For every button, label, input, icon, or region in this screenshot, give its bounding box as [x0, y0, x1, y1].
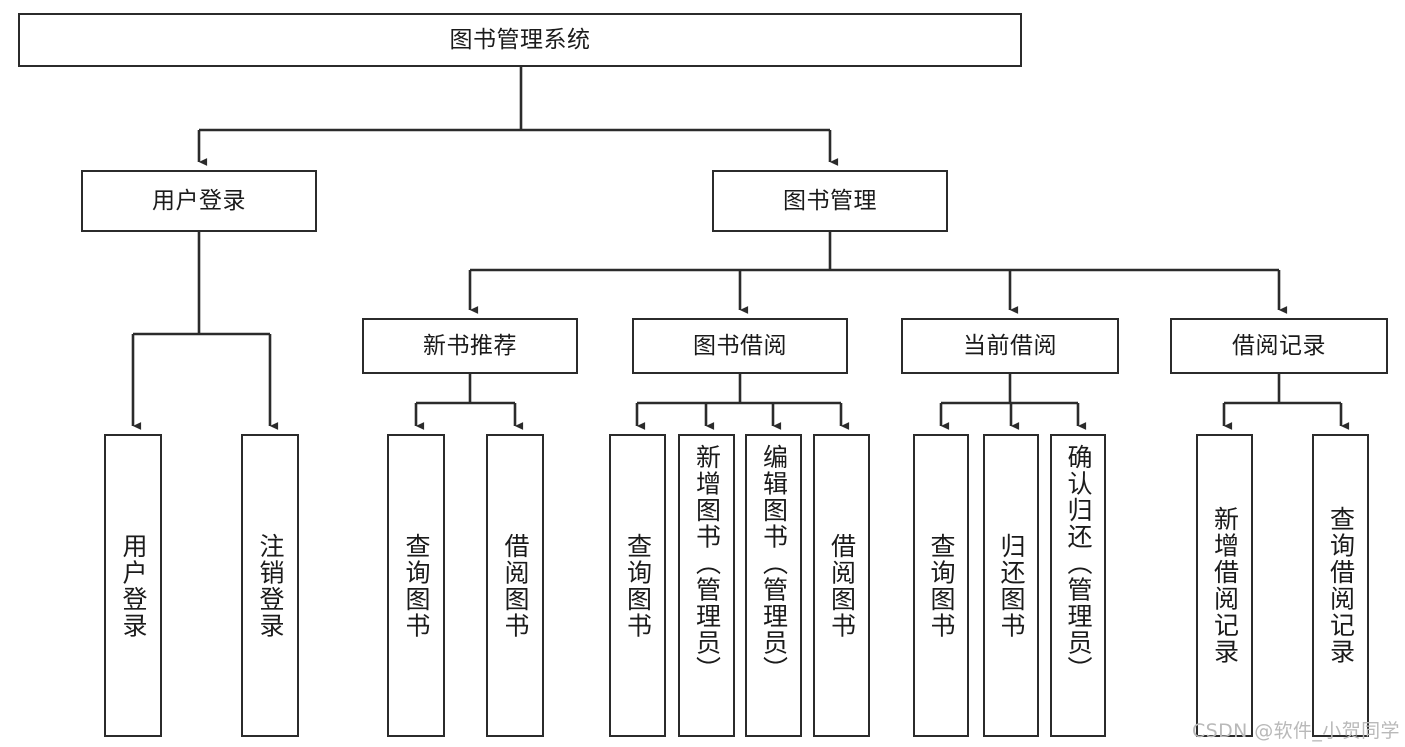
node-root-label: 图书管理系统 — [449, 26, 591, 53]
leaf-query-borrow-record-label: 查询借阅记录 — [1326, 506, 1356, 665]
leaf-query-book-bb-label: 查询图书 — [623, 532, 653, 639]
leaf-confirm-return-admin-label: 确认归还（管理员） — [1064, 444, 1093, 683]
node-user-login[interactable]: 用户登录 — [81, 170, 317, 232]
leaf-logout-label: 注销登录 — [256, 532, 285, 639]
leaf-edit-book-admin-label: 编辑图书（管理员） — [759, 444, 789, 683]
leaf-query-book-cb-label: 查询图书 — [927, 532, 956, 639]
leaf-edit-book-admin[interactable]: 编辑图书（管理员） — [745, 434, 802, 737]
leaf-add-borrow-record[interactable]: 新增借阅记录 — [1196, 434, 1253, 737]
node-user-login-label: 用户登录 — [152, 187, 246, 214]
node-current-borrow[interactable]: 当前借阅 — [901, 318, 1119, 374]
leaf-query-book-bb[interactable]: 查询图书 — [609, 434, 666, 737]
leaf-borrow-book-bb-label: 借阅图书 — [827, 532, 857, 639]
node-new-book-recommend-label: 新书推荐 — [423, 332, 517, 359]
node-book-borrow-label: 图书借阅 — [693, 332, 787, 359]
node-new-book-recommend[interactable]: 新书推荐 — [362, 318, 578, 374]
leaf-borrow-book-nbr-label: 借阅图书 — [501, 532, 530, 639]
node-borrow-record-label: 借阅记录 — [1232, 332, 1326, 359]
leaf-return-book-label: 归还图书 — [997, 532, 1026, 639]
leaf-user-login-label: 用户登录 — [119, 532, 148, 639]
leaf-return-book[interactable]: 归还图书 — [983, 434, 1039, 737]
node-book-management[interactable]: 图书管理 — [712, 170, 948, 232]
leaf-add-book-admin-label: 新增图书（管理员） — [692, 444, 722, 683]
leaf-user-login[interactable]: 用户登录 — [104, 434, 162, 737]
leaf-confirm-return-admin[interactable]: 确认归还（管理员） — [1050, 434, 1106, 737]
leaf-query-book-nbr[interactable]: 查询图书 — [387, 434, 445, 737]
leaf-query-book-nbr-label: 查询图书 — [402, 532, 431, 639]
leaf-query-borrow-record[interactable]: 查询借阅记录 — [1312, 434, 1369, 737]
node-root[interactable]: 图书管理系统 — [18, 13, 1022, 67]
node-borrow-record[interactable]: 借阅记录 — [1170, 318, 1388, 374]
leaf-add-book-admin[interactable]: 新增图书（管理员） — [678, 434, 735, 737]
leaf-borrow-book-bb[interactable]: 借阅图书 — [813, 434, 870, 737]
leaf-borrow-book-nbr[interactable]: 借阅图书 — [486, 434, 544, 737]
node-current-borrow-label: 当前借阅 — [963, 332, 1057, 359]
leaf-logout[interactable]: 注销登录 — [241, 434, 299, 737]
node-book-borrow[interactable]: 图书借阅 — [632, 318, 848, 374]
node-book-management-label: 图书管理 — [783, 187, 877, 214]
leaf-add-borrow-record-label: 新增借阅记录 — [1210, 506, 1240, 665]
leaf-query-book-cb[interactable]: 查询图书 — [913, 434, 969, 737]
